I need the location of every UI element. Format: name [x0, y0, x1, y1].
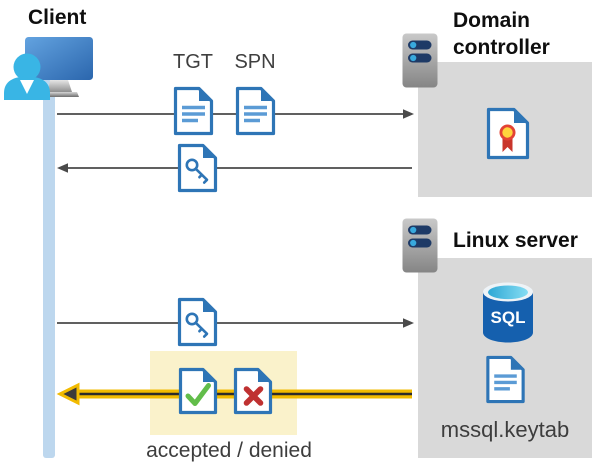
arrow-client-to-linux [57, 318, 414, 328]
tgt-label: TGT [173, 51, 213, 73]
client-label: Client [28, 6, 87, 29]
server-icon [402, 218, 438, 273]
accepted-denied-label: accepted / denied [146, 439, 312, 462]
ribbon-seal [499, 124, 516, 152]
result-highlight-box [150, 351, 297, 435]
denied-cross-document-icon [233, 367, 273, 415]
domain-controller-label: Domain controller [453, 9, 550, 60]
spn-label: SPN [234, 51, 276, 73]
linux-server-label: Linux server [453, 229, 578, 252]
certificate-document-icon [486, 107, 530, 160]
arrow-dc-to-client [57, 163, 412, 173]
keytab-document-icon [486, 355, 525, 404]
accepted-check-document-icon [178, 367, 218, 415]
sql-database-icon: SQL [483, 282, 533, 343]
key-glyph [185, 158, 209, 184]
server-icon [402, 33, 438, 88]
keytab-filename-label: mssql.keytab [440, 417, 570, 442]
client-user-monitor-icon [4, 37, 93, 100]
key-document-icon [177, 297, 218, 347]
client-lifeline [43, 78, 55, 458]
sql-badge-text: SQL [491, 308, 526, 327]
tgt-document-icon [173, 86, 214, 136]
person [4, 53, 50, 100]
key-glyph [185, 312, 209, 338]
key-document-icon [177, 143, 218, 193]
spn-document-icon [235, 86, 276, 136]
monitor [25, 37, 93, 97]
